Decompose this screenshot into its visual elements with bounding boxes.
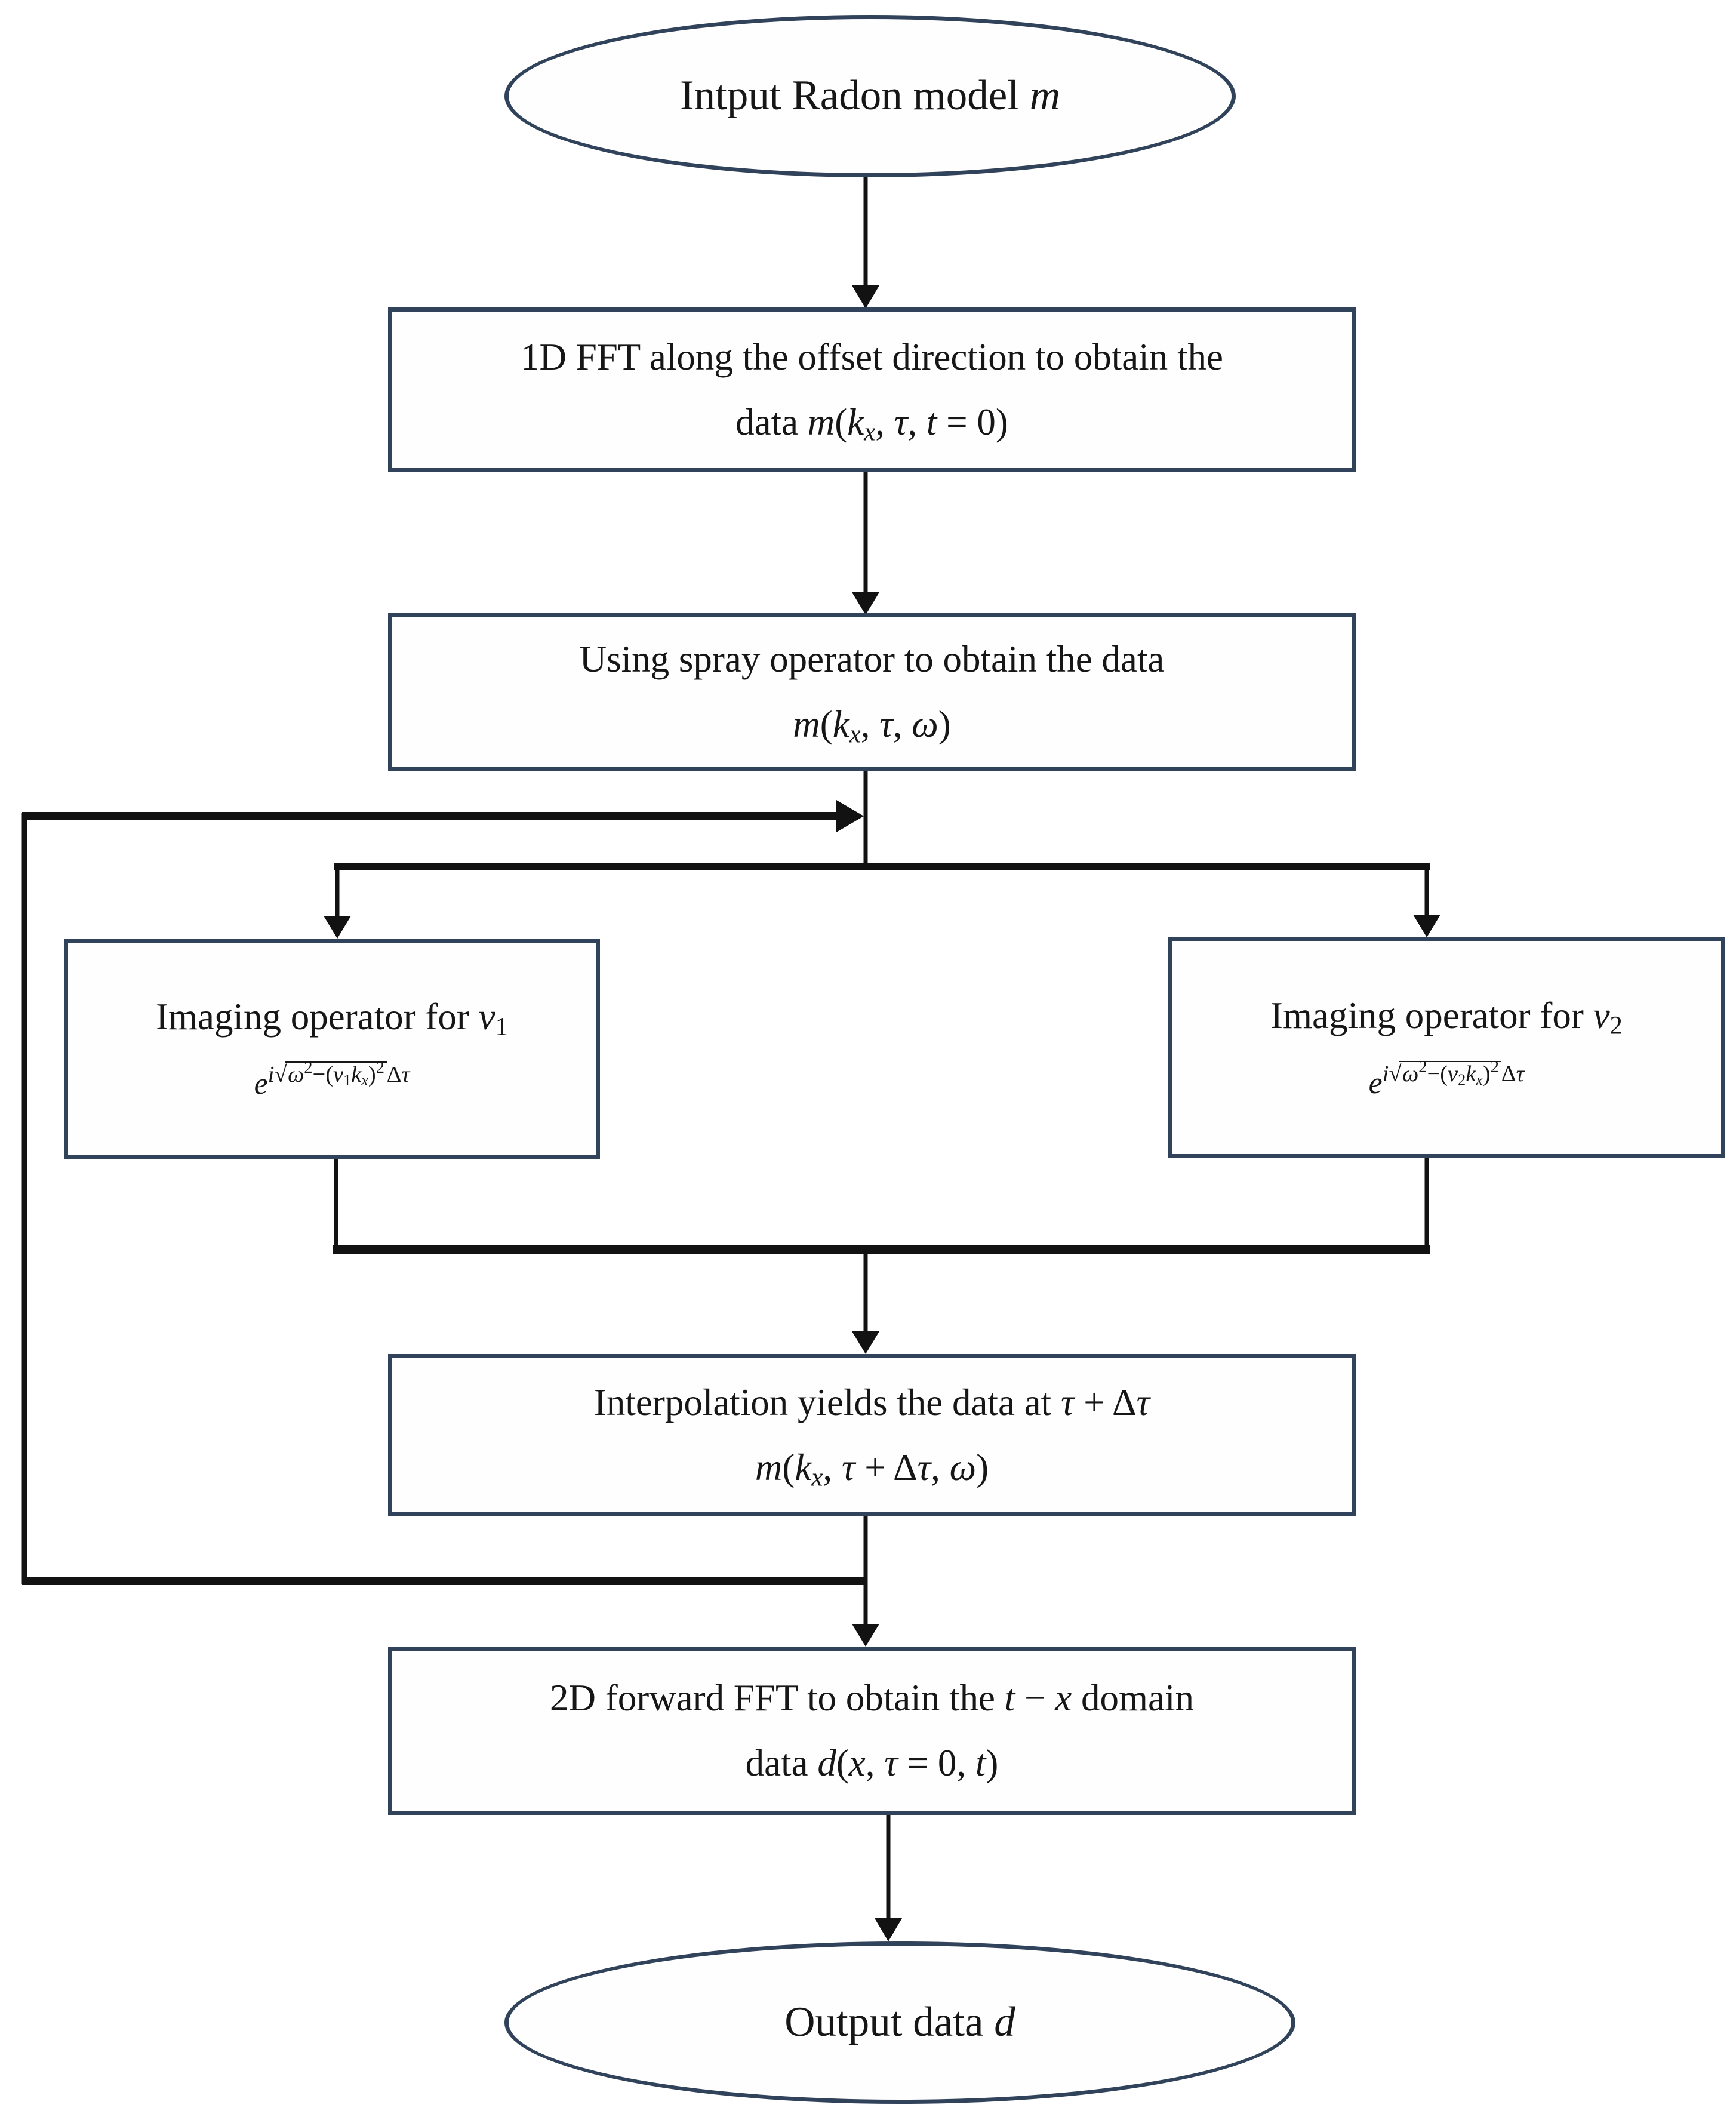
- input-ellipse-label: Intput Radon model m: [680, 72, 1060, 119]
- box-2d-fft-line1: 2D forward FFT to obtain the t − x domai…: [549, 1677, 1194, 1719]
- arrowhead-imaging-v2: [1413, 915, 1440, 937]
- node-output-ellipse: Output data d: [504, 1941, 1295, 2104]
- node-box-1d-fft: 1D FFT along the offset direction to obt…: [388, 307, 1356, 472]
- node-input-ellipse: Intput Radon model m: [504, 15, 1236, 177]
- output-ellipse-label: Output data d: [784, 1999, 1015, 2046]
- imaging-v2-title: Imaging operator for v2: [1270, 995, 1623, 1040]
- arrowhead-imaging-v1: [324, 916, 351, 939]
- imaging-v2-formula: ei√ω2−(v2kx)2Δτ: [1368, 1057, 1525, 1100]
- node-box-2d-fft: 2D forward FFT to obtain the t − x domai…: [388, 1647, 1356, 1815]
- arrowhead-interp: [852, 1331, 879, 1354]
- arrowhead-fft1d: [852, 285, 879, 309]
- arrowhead-fft2d: [852, 1624, 879, 1647]
- box-1d-fft-line2: data m(kx, τ, t = 0): [735, 401, 1008, 447]
- box-interpolation-line1: Interpolation yields the data at τ + Δτ: [593, 1381, 1150, 1424]
- node-imaging-operator-v2: Imaging operator for v2 ei√ω2−(v2kx)2Δτ: [1168, 937, 1725, 1158]
- node-imaging-operator-v1: Imaging operator for v1 ei√ω2−(v1kx)2Δτ: [64, 939, 600, 1159]
- box-spray-line1: Using spray operator to obtain the data: [579, 638, 1165, 680]
- box-interpolation-line2: m(kx, τ + Δτ, ω): [755, 1447, 989, 1492]
- arrowhead-feedback: [836, 800, 864, 832]
- imaging-v1-formula: ei√ω2−(v1kx)2Δτ: [254, 1058, 410, 1101]
- node-box-interpolation: Interpolation yields the data at τ + Δτ …: [388, 1354, 1356, 1516]
- node-box-spray-operator: Using spray operator to obtain the data …: [388, 613, 1356, 771]
- box-spray-line2: m(kx, τ, ω): [793, 703, 951, 748]
- box-2d-fft-line2: data d(x, τ = 0, t): [745, 1742, 999, 1784]
- arrowhead-spray: [852, 592, 879, 615]
- box-1d-fft-line1: 1D FFT along the offset direction to obt…: [520, 336, 1223, 379]
- arrowhead-output: [875, 1918, 902, 1941]
- imaging-v1-title: Imaging operator for v1: [156, 995, 508, 1041]
